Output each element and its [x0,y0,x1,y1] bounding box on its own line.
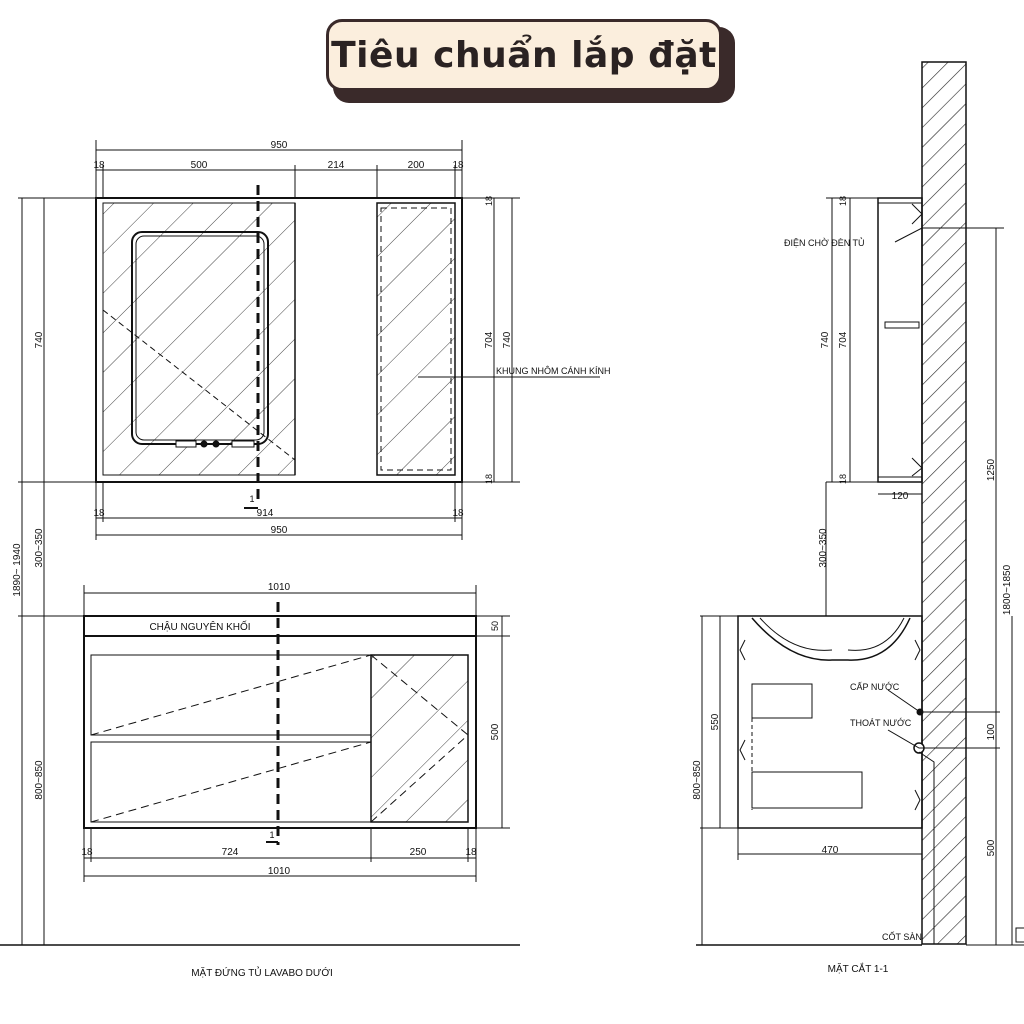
vanity-body [83,635,477,829]
dim-basin-height: 50 [490,621,500,631]
power-note: ĐIỆN CHỜ ĐÈN TỦ [784,237,865,248]
dim-vanity-top-height: 800~850 [34,760,45,800]
dim-section-gap: 300~350 [818,528,829,568]
dim-drawer-section: 724 [222,847,239,858]
drawer-section [751,771,863,809]
dim-open-section: 214 [328,160,345,171]
banner-title: Tiêu chuẩn lắp đặt [331,34,717,76]
mirror-button [200,440,208,448]
basin-section [751,617,911,661]
dim-inner-height: 704 [484,331,495,348]
dim-bottom-right-panel: 18 [452,508,464,519]
dim-body-height: 500 [490,723,501,740]
dim-section-top-panel: 18 [838,196,848,206]
water-supply-label: CẤP NƯỚC [850,682,900,692]
door-swing-line [102,309,296,461]
dim-vanity-depth: 470 [822,845,839,856]
mirror-panel [102,202,296,476]
cabinet-section [877,197,923,483]
dim-section-bottom-panel: 18 [838,474,848,484]
floor-label: CỐT SÀN [882,931,922,942]
drawer-section [751,683,813,719]
dim-section-depth: 120 [892,491,909,502]
dim-outlet-height: 1250 [986,458,997,481]
dim-left-panel: 18 [93,160,105,171]
dim-door-section: 200 [408,160,425,171]
drain-pipe [918,751,935,944]
section-mark-bottom: 1 [269,830,274,840]
dim-mirror-section: 500 [191,160,208,171]
dim-vanity-door: 250 [410,847,427,858]
section-view [696,61,1024,946]
cabinet-bracket [911,203,923,225]
mirror-switch [231,440,255,448]
mirror-cabinet-labels: 950 18 500 214 200 18 18 914 18 950 1 74… [34,140,611,536]
mirror-button [212,440,220,448]
vanity-front [83,585,510,882]
drain-leader [887,729,1000,749]
dim-bottom-left-panel: 18 [93,508,105,519]
dim-drain-height: 500 [986,839,997,856]
section-view-caption: MẶT CẮT 1-1 [828,962,889,975]
front-view-caption: MẶT ĐỨNG TỦ LAVABO DƯỚI [191,966,333,979]
led-mirror-frame [131,231,269,445]
basin-top [83,615,477,637]
drain-label: THOÁT NƯỚC [850,718,912,728]
dim-950-bottom: 950 [271,525,288,536]
section-labels: ĐIỆN CHỜ ĐÈN TỦ 740 704 18 18 120 300~35… [692,196,1013,975]
glass-door-inner [380,207,452,471]
dim-1010-top: 1010 [268,582,291,593]
dim-supply-offset: 100 [986,723,997,740]
left-dimension-labels: 1890~ 1940 300~350 800~850 [12,528,45,800]
dim-1010-bottom: 1010 [268,866,291,877]
wall-section [921,61,967,945]
dim-top-panel: 18 [484,196,494,206]
dim-right-panel: 18 [452,160,464,171]
dim-inner-width: 914 [257,508,274,519]
frame-note: KHUNG NHÔM CÁNH KÍNH [496,366,611,376]
title-banner: Tiêu chuẩn lắp đặt [326,19,722,91]
dim-950-top: 950 [271,140,288,151]
dim-vanity-left-panel: 18 [81,847,93,858]
dim-cabinet-height: 740 [34,331,45,348]
power-leader [894,227,1000,243]
dim-right-height: 740 [502,331,513,348]
dim-section-cabinet-height: 740 [820,331,831,348]
dim-section-vanity-top: 800~850 [692,760,703,800]
basin-label: CHẬU NGUYÊN KHỐI [149,619,250,633]
dim-section-cabinet-inner: 704 [838,331,849,348]
mirror-switch [175,440,197,448]
glass-door-panel [376,202,456,476]
section-mark-top: 1 [249,494,254,504]
dim-gap: 300~350 [34,528,45,568]
cabinet-shelf [884,321,920,329]
vanity-labels: 1010 CHẬU NGUYÊN KHỐI 50 500 18 724 250 … [81,582,501,979]
dim-total-height: 1890~ 1940 [12,543,23,597]
dim-bottom-panel: 18 [484,474,494,484]
supply-leader [887,689,1000,713]
left-dimensions [0,197,520,946]
mirror-cabinet-outline [95,197,463,483]
mirror-cabinet-front [95,140,600,540]
led-mirror-inner [135,235,265,441]
dim-section-vanity-height: 550 [710,713,721,730]
dim-vanity-right-panel: 18 [465,847,477,858]
vanity-glass-door [370,654,469,823]
drawer-open-line [90,741,372,823]
drawer-open-line [90,654,372,736]
dim-mirror-height: 1800~1850 [1002,564,1013,615]
